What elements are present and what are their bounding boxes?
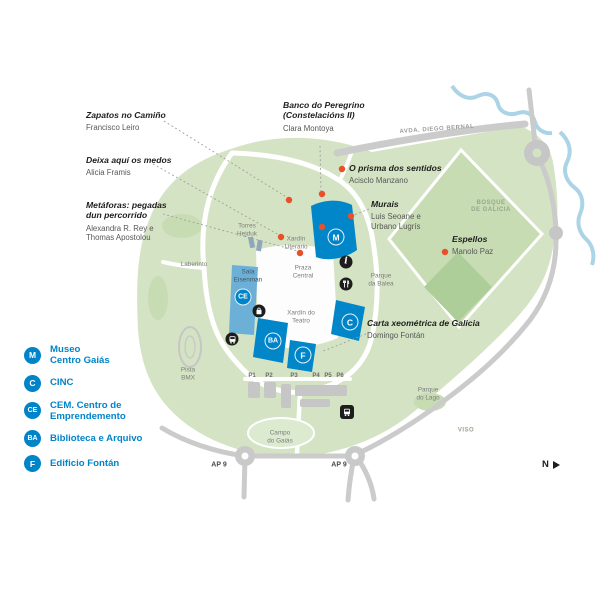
artwork-label-zapatos: Zapatos no Camiño Francisco Leiro (86, 110, 166, 133)
pista-bmx-track (178, 326, 202, 368)
legend: M Museo Centro Gaiás C CINC CE CEM. Cent… (24, 344, 142, 480)
parking-spot-label: P4 (312, 373, 320, 379)
label-praza-central: Praza Central (292, 264, 314, 279)
legend-fontan-badge: F (24, 455, 41, 473)
artwork-title: Murais (371, 199, 399, 209)
artwork-title: Metáforas: pegadas dun percorrido (86, 200, 167, 221)
label-xardin-teatro: Xardín do Teatro (287, 309, 315, 324)
bus-icon[interactable] (225, 332, 239, 346)
marker-biblioteca[interactable]: BA (264, 332, 282, 350)
leader-lines (152, 120, 370, 353)
legend-item-fontan: F Edificio Fontán (24, 455, 142, 473)
shop-icon[interactable] (252, 304, 266, 318)
label-viso: VISO (457, 427, 475, 434)
river (450, 84, 596, 266)
artwork-title: Deixa aquí os medos (86, 155, 172, 165)
label-xardin-literario: Xardín Literario (284, 235, 308, 250)
label-torres-hejduk: Torres Hejduk (237, 222, 257, 237)
label-parque-lago: Parque do Lago (416, 386, 440, 401)
artwork-title: Banco do Peregrino (Constelacións II) (283, 100, 365, 121)
label-parque-balea: Parque da Balea (368, 272, 394, 287)
label-laberinto: Laberinto (180, 261, 208, 269)
info-icon-glyph: i (344, 256, 348, 267)
artwork-dot (338, 165, 346, 173)
parking-spot-label: P1 (248, 373, 256, 379)
artwork-dot (277, 233, 285, 241)
marker-cinc[interactable]: C (341, 313, 359, 331)
artwork-artist: Domingo Fontán (367, 331, 425, 341)
artwork-dot (296, 249, 304, 257)
bus-glyph (229, 335, 235, 344)
artwork-title: Carta xeométrica de Galicia (367, 318, 480, 328)
compass: N (542, 459, 560, 470)
fork-knife-glyph (343, 280, 350, 288)
label-sala-eisenman: Sala Eisenman (233, 268, 263, 283)
legend-cinc-badge: C (24, 374, 41, 392)
marker-fontan[interactable]: F (294, 346, 312, 364)
artwork-label-deixa: Deixa aquí os medos Alicia Framis (86, 155, 172, 178)
legend-item-museo: M Museo Centro Gaiás (24, 344, 142, 367)
label-ap9-west: AP 9 (211, 461, 227, 469)
torres-hejduk-towers (248, 236, 263, 252)
artwork-label-metaforas: Metáforas: pegadas dun percorrido Alexan… (86, 200, 167, 243)
legend-museo-badge: M (24, 346, 41, 364)
artwork-artist: Alexandra R. Rey e Thomas Apostolou (86, 223, 154, 243)
artwork-title: Espellos (452, 234, 488, 244)
artwork-label-banco: Banco do Peregrino (Constelacións II) Cl… (283, 100, 365, 133)
parking-spot-label: P2 (265, 373, 273, 379)
compass-arrow-icon (552, 460, 560, 469)
parking-spot-label: P5 (324, 373, 332, 379)
parking-spot-label: P6 (336, 373, 344, 379)
label-pista-bmx: Pista BMX (180, 366, 196, 381)
label-ap9-east: AP 9 (331, 461, 347, 469)
campo-do-gaias-field (247, 417, 315, 449)
bosque-inner-diamond (424, 252, 492, 322)
green-patch (148, 276, 168, 320)
artwork-dot (347, 212, 355, 220)
label-campo-gaias: Campo do Gaiás (267, 429, 293, 444)
roundabouts (235, 140, 563, 466)
green-patch (162, 214, 202, 238)
legend-cinc-label: CINC (50, 377, 74, 389)
artwork-artist: Manolo Paz (452, 247, 494, 257)
legend-item-cinc: C CINC (24, 374, 142, 392)
legend-biblioteca-label: Biblioteca e Arquivo (50, 433, 143, 445)
artwork-dot (285, 196, 293, 204)
artwork-artist: Luis Seoane e Urbano Lugrís (371, 212, 421, 232)
legend-item-biblioteca: BA Biblioteca e Arquivo (24, 430, 143, 448)
artwork-artist: Alicia Framis (86, 168, 131, 178)
legend-cem-badge: CE (24, 402, 41, 420)
parking-spot-label: P3 (290, 373, 298, 379)
artwork-label-espellos: Espellos Manolo Paz (452, 234, 493, 257)
artwork-label-murais: Murais Luis Seoane e Urbano Lugrís (371, 199, 421, 232)
info-icon[interactable]: i (339, 255, 353, 269)
legend-museo-label: Museo Centro Gaiás (50, 344, 110, 367)
restaurant-icon[interactable] (339, 277, 353, 291)
artwork-dot (441, 248, 449, 256)
label-bosque: BOSQUE DE GALICIA (471, 199, 511, 213)
artwork-dot (318, 223, 326, 231)
artwork-artist: Acisclo Manzano (349, 176, 408, 186)
legend-item-cem: CE CEM. Centro de Emprendemento (24, 400, 142, 423)
legend-cem-label: CEM. Centro de Emprendemento (50, 399, 126, 422)
artwork-artist: Francisco Leiro (86, 123, 140, 133)
artwork-title: O prisma dos sentidos (349, 163, 442, 173)
artwork-dots[interactable] (277, 165, 449, 257)
artwork-artist: Clara Montoya (283, 123, 334, 133)
artwork-title: Zapatos no Camiño (86, 110, 166, 120)
artwork-label-prisma: O prisma dos sentidos Acisclo Manzano (349, 163, 442, 186)
marker-cem[interactable]: CE (234, 288, 252, 306)
bus-glyph (344, 408, 350, 417)
artwork-dot (318, 190, 326, 198)
parking-structures (248, 382, 347, 408)
compass-north-label: N (542, 459, 549, 470)
legend-fontan-label: Edificio Fontán (50, 458, 120, 470)
marker-museo[interactable]: M (327, 228, 345, 246)
bus-stop-icon[interactable] (340, 405, 354, 419)
shopping-bag-glyph (256, 307, 262, 315)
artwork-label-carta: Carta xeométrica de Galicia Domingo Font… (367, 318, 480, 341)
legend-biblioteca-badge: BA (24, 430, 41, 448)
bosque-de-galicia-area (387, 147, 545, 330)
